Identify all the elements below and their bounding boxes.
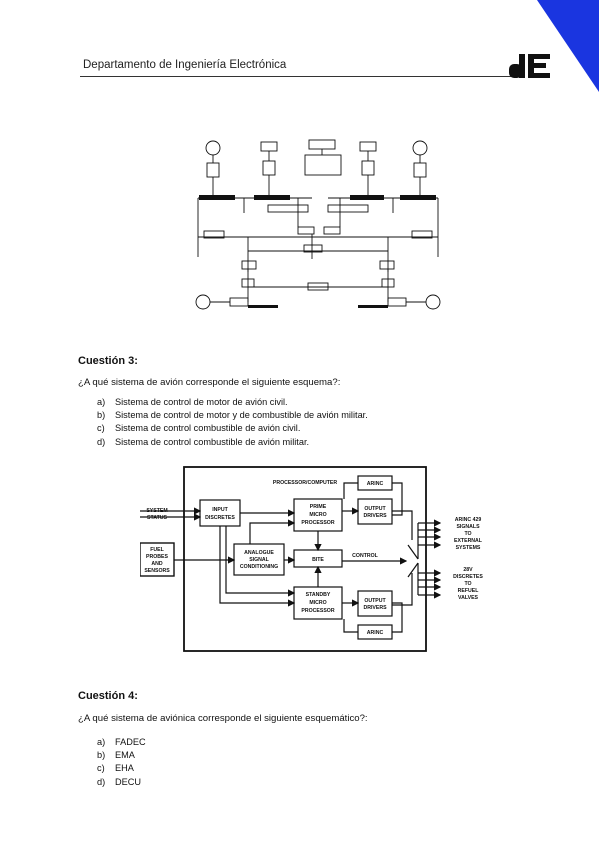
option-b[interactable]: b)EMA bbox=[97, 749, 146, 762]
arinc-signals-label-5: SYSTEMS bbox=[456, 545, 481, 551]
analogue-label-2: SIGNAL bbox=[249, 557, 269, 563]
option-letter: d) bbox=[97, 776, 115, 789]
option-text: EMA bbox=[115, 750, 135, 760]
prime-label-1: PRIME bbox=[310, 504, 327, 510]
question-3-options: a)Sistema de control de motor de avión c… bbox=[97, 396, 368, 449]
system-status-label-2: STATUS bbox=[147, 515, 168, 521]
input-discretes-label-2: DISCRETES bbox=[205, 515, 235, 521]
option-text: EHA bbox=[115, 763, 134, 773]
option-letter: a) bbox=[97, 736, 115, 749]
fuel-probes-label-4: SENSORS bbox=[144, 568, 170, 574]
processor-block-diagram: PROCESSOR/COMPUTER SYSTEM STATUS FUEL PR… bbox=[140, 465, 500, 657]
fuel-probes-label-1: FUEL bbox=[150, 547, 164, 553]
prime-label-3: PROCESSOR bbox=[301, 520, 334, 526]
option-text: FADEC bbox=[115, 737, 146, 747]
discretes-label-2: DISCRETES bbox=[453, 574, 483, 580]
option-c[interactable]: c)EHA bbox=[97, 762, 146, 775]
question-4-text: ¿A qué sistema de aviónica corresponde e… bbox=[78, 713, 368, 724]
question-4-options: a)FADEC b)EMA c)EHA d)DECU bbox=[97, 736, 146, 789]
option-letter: c) bbox=[97, 762, 115, 775]
arinc-bottom-label: ARINC bbox=[367, 630, 384, 636]
standby-label-3: PROCESSOR bbox=[301, 608, 334, 614]
discretes-label-3: TO bbox=[464, 581, 471, 587]
output-drivers-bottom-label-1: OUTPUT bbox=[364, 598, 386, 604]
processor-title: PROCESSOR/COMPUTER bbox=[273, 480, 338, 486]
option-text: DECU bbox=[115, 777, 141, 787]
option-letter: b) bbox=[97, 749, 115, 762]
option-d[interactable]: d)DECU bbox=[97, 776, 146, 789]
schematic-diagram bbox=[188, 137, 448, 315]
arinc-top-label: ARINC bbox=[367, 481, 384, 487]
option-letter: b) bbox=[97, 409, 115, 422]
fuel-probes-label-2: PROBES bbox=[146, 554, 168, 560]
option-text: Sistema de control de motor y de combust… bbox=[115, 410, 368, 420]
option-letter: a) bbox=[97, 396, 115, 409]
discretes-label-4: REFUEL bbox=[458, 588, 480, 594]
option-a[interactable]: a)FADEC bbox=[97, 736, 146, 749]
question-3-text: ¿A qué sistema de avión corresponde el s… bbox=[78, 377, 340, 388]
option-c[interactable]: c)Sistema de control combustible de avió… bbox=[97, 422, 368, 435]
question-3-title: Cuestión 3: bbox=[78, 355, 138, 367]
output-drivers-bottom-label-2: DRIVERS bbox=[363, 605, 387, 611]
header-rule bbox=[80, 76, 512, 77]
discretes-label-5: VALVES bbox=[458, 595, 479, 601]
option-letter: c) bbox=[97, 422, 115, 435]
standby-label-1: STANDBY bbox=[306, 592, 331, 598]
header-title: Departamento de Ingeniería Electrónica bbox=[83, 59, 286, 71]
department-logo bbox=[508, 52, 558, 82]
bite-label: BITE bbox=[312, 557, 324, 563]
option-text: Sistema de control combustible de avión … bbox=[115, 423, 300, 433]
option-text: Sistema de control de motor de avión civ… bbox=[115, 397, 288, 407]
discretes-label-1: 28V bbox=[463, 567, 473, 573]
option-a[interactable]: a)Sistema de control de motor de avión c… bbox=[97, 396, 368, 409]
output-drivers-top-label-1: OUTPUT bbox=[364, 506, 386, 512]
option-b[interactable]: b)Sistema de control de motor y de combu… bbox=[97, 409, 368, 422]
prime-label-2: MICRO bbox=[309, 512, 326, 518]
standby-label-2: MICRO bbox=[309, 600, 326, 606]
question-4-title: Cuestión 4: bbox=[78, 690, 138, 702]
option-letter: d) bbox=[97, 436, 115, 449]
arinc-signals-label-2: SIGNALS bbox=[456, 524, 480, 530]
analogue-label-1: ANALOGUE bbox=[244, 550, 274, 556]
output-drivers-top-label-2: DRIVERS bbox=[363, 513, 387, 519]
arinc-signals-label-4: EXTERNAL bbox=[454, 538, 483, 544]
control-label: CONTROL bbox=[352, 553, 378, 559]
option-text: Sistema de control combustible de avión … bbox=[115, 437, 309, 447]
arinc-signals-label-1: ARINC 429 bbox=[455, 517, 482, 523]
arinc-signals-label-3: TO bbox=[464, 531, 471, 537]
analogue-label-3: CONDITIONING bbox=[240, 564, 278, 570]
system-status-label-1: SYSTEM bbox=[146, 508, 167, 514]
fuel-probes-label-3: AND bbox=[151, 561, 162, 567]
input-discretes-label-1: INPUT bbox=[212, 507, 228, 513]
option-d[interactable]: d)Sistema de control combustible de avió… bbox=[97, 436, 368, 449]
